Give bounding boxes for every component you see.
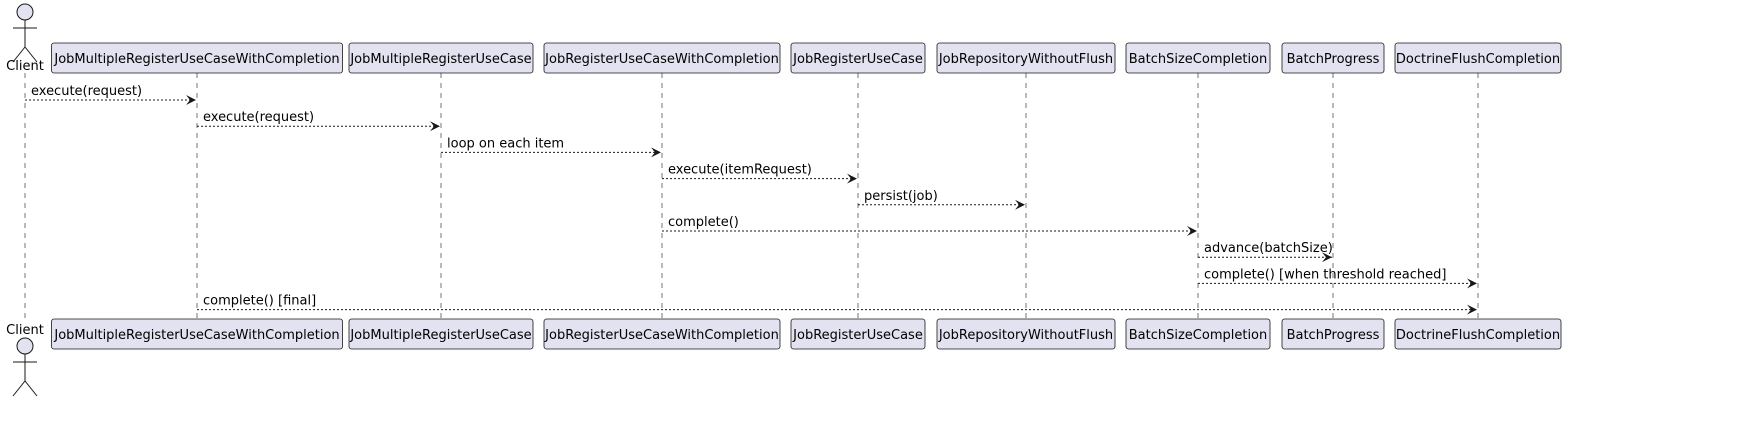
messages: execute(request) execute(request) loop on …	[25, 84, 1477, 315]
actor-label: Client	[6, 59, 44, 74]
message-9: complete() [final]	[197, 294, 1477, 315]
message-label: complete()	[668, 215, 739, 230]
participant-label: JobMultipleRegisterUseCaseWithCompletion	[53, 328, 339, 343]
participant-label: BatchProgress	[1287, 52, 1380, 67]
participant-label: JobRepositoryWithoutFlush	[938, 328, 1113, 343]
participant-jmruc-top: JobMultipleRegisterUseCase	[348, 42, 534, 74]
participant-label: JobRepositoryWithoutFlush	[938, 52, 1113, 67]
participant-jruc-bottom: JobRegisterUseCase	[790, 318, 926, 350]
message-4: execute(itemRequest)	[662, 163, 857, 184]
message-label: persist(job)	[864, 189, 938, 204]
participant-label: BatchProgress	[1287, 328, 1380, 343]
participants-bottom: Client JobMultipleRegisterUseCaseWithComp…	[6, 318, 1562, 397]
message-label: loop on each item	[447, 136, 564, 151]
participant-bsc-bottom: BatchSizeCompletion	[1125, 318, 1271, 350]
actor-client-bottom: Client	[6, 323, 44, 397]
participant-jruc-top: JobRegisterUseCase	[790, 42, 926, 74]
message-label: advance(batchSize)	[1204, 241, 1333, 256]
participant-label: JobMultipleRegisterUseCase	[349, 328, 531, 343]
participant-dfc-bottom: DoctrineFlushCompletion	[1394, 318, 1562, 350]
participant-label: BatchSizeCompletion	[1129, 52, 1268, 67]
message-label: complete() [final]	[203, 294, 316, 309]
participant-label: BatchSizeCompletion	[1129, 328, 1268, 343]
participant-jmrucwc-top: JobMultipleRegisterUseCaseWithCompletion	[51, 42, 343, 74]
participant-jrucwc-top: JobRegisterUseCaseWithCompletion	[543, 42, 781, 74]
lifelines	[24, 73, 1479, 319]
message-1: execute(request)	[25, 84, 196, 105]
participant-label: JobMultipleRegisterUseCase	[349, 52, 531, 67]
message-label: execute(request)	[31, 84, 142, 99]
message-6: complete()	[662, 215, 1197, 236]
participant-jrwf-top: JobRepositoryWithoutFlush	[936, 42, 1116, 74]
participant-jmrucwc-bottom: JobMultipleRegisterUseCaseWithCompletion	[51, 318, 343, 350]
participant-label: JobRegisterUseCase	[792, 328, 923, 343]
participant-label: DoctrineFlushCompletion	[1396, 52, 1560, 67]
participant-bp-bottom: BatchProgress	[1281, 318, 1385, 350]
participant-label: JobRegisterUseCaseWithCompletion	[544, 328, 779, 343]
message-label: execute(request)	[203, 110, 314, 125]
participant-label: DoctrineFlushCompletion	[1396, 328, 1560, 343]
participant-bsc-top: BatchSizeCompletion	[1125, 42, 1271, 74]
actor-label: Client	[6, 323, 44, 338]
participant-bp-top: BatchProgress	[1281, 42, 1385, 74]
actor-client-top: Client	[6, 3, 44, 74]
message-3: loop on each item	[441, 136, 661, 158]
participant-jmruc-bottom: JobMultipleRegisterUseCase	[348, 318, 534, 350]
participants-top: Client JobMultipleRegisterUseCaseWithComp…	[6, 3, 1562, 74]
message-7: advance(batchSize)	[1198, 241, 1333, 263]
participant-label: JobRegisterUseCase	[792, 52, 923, 67]
participant-label: JobRegisterUseCaseWithCompletion	[544, 52, 779, 67]
participant-label: JobMultipleRegisterUseCaseWithCompletion	[53, 52, 339, 67]
participant-dfc-top: DoctrineFlushCompletion	[1394, 42, 1562, 74]
message-5: persist(job)	[858, 189, 1025, 210]
message-2: execute(request)	[197, 110, 440, 132]
message-8: complete() [when threshold reached]	[1198, 267, 1477, 289]
message-label: execute(itemRequest)	[668, 163, 812, 178]
participant-jrucwc-bottom: JobRegisterUseCaseWithCompletion	[543, 318, 781, 350]
message-label: complete() [when threshold reached]	[1204, 267, 1446, 282]
participant-jrwf-bottom: JobRepositoryWithoutFlush	[936, 318, 1116, 350]
